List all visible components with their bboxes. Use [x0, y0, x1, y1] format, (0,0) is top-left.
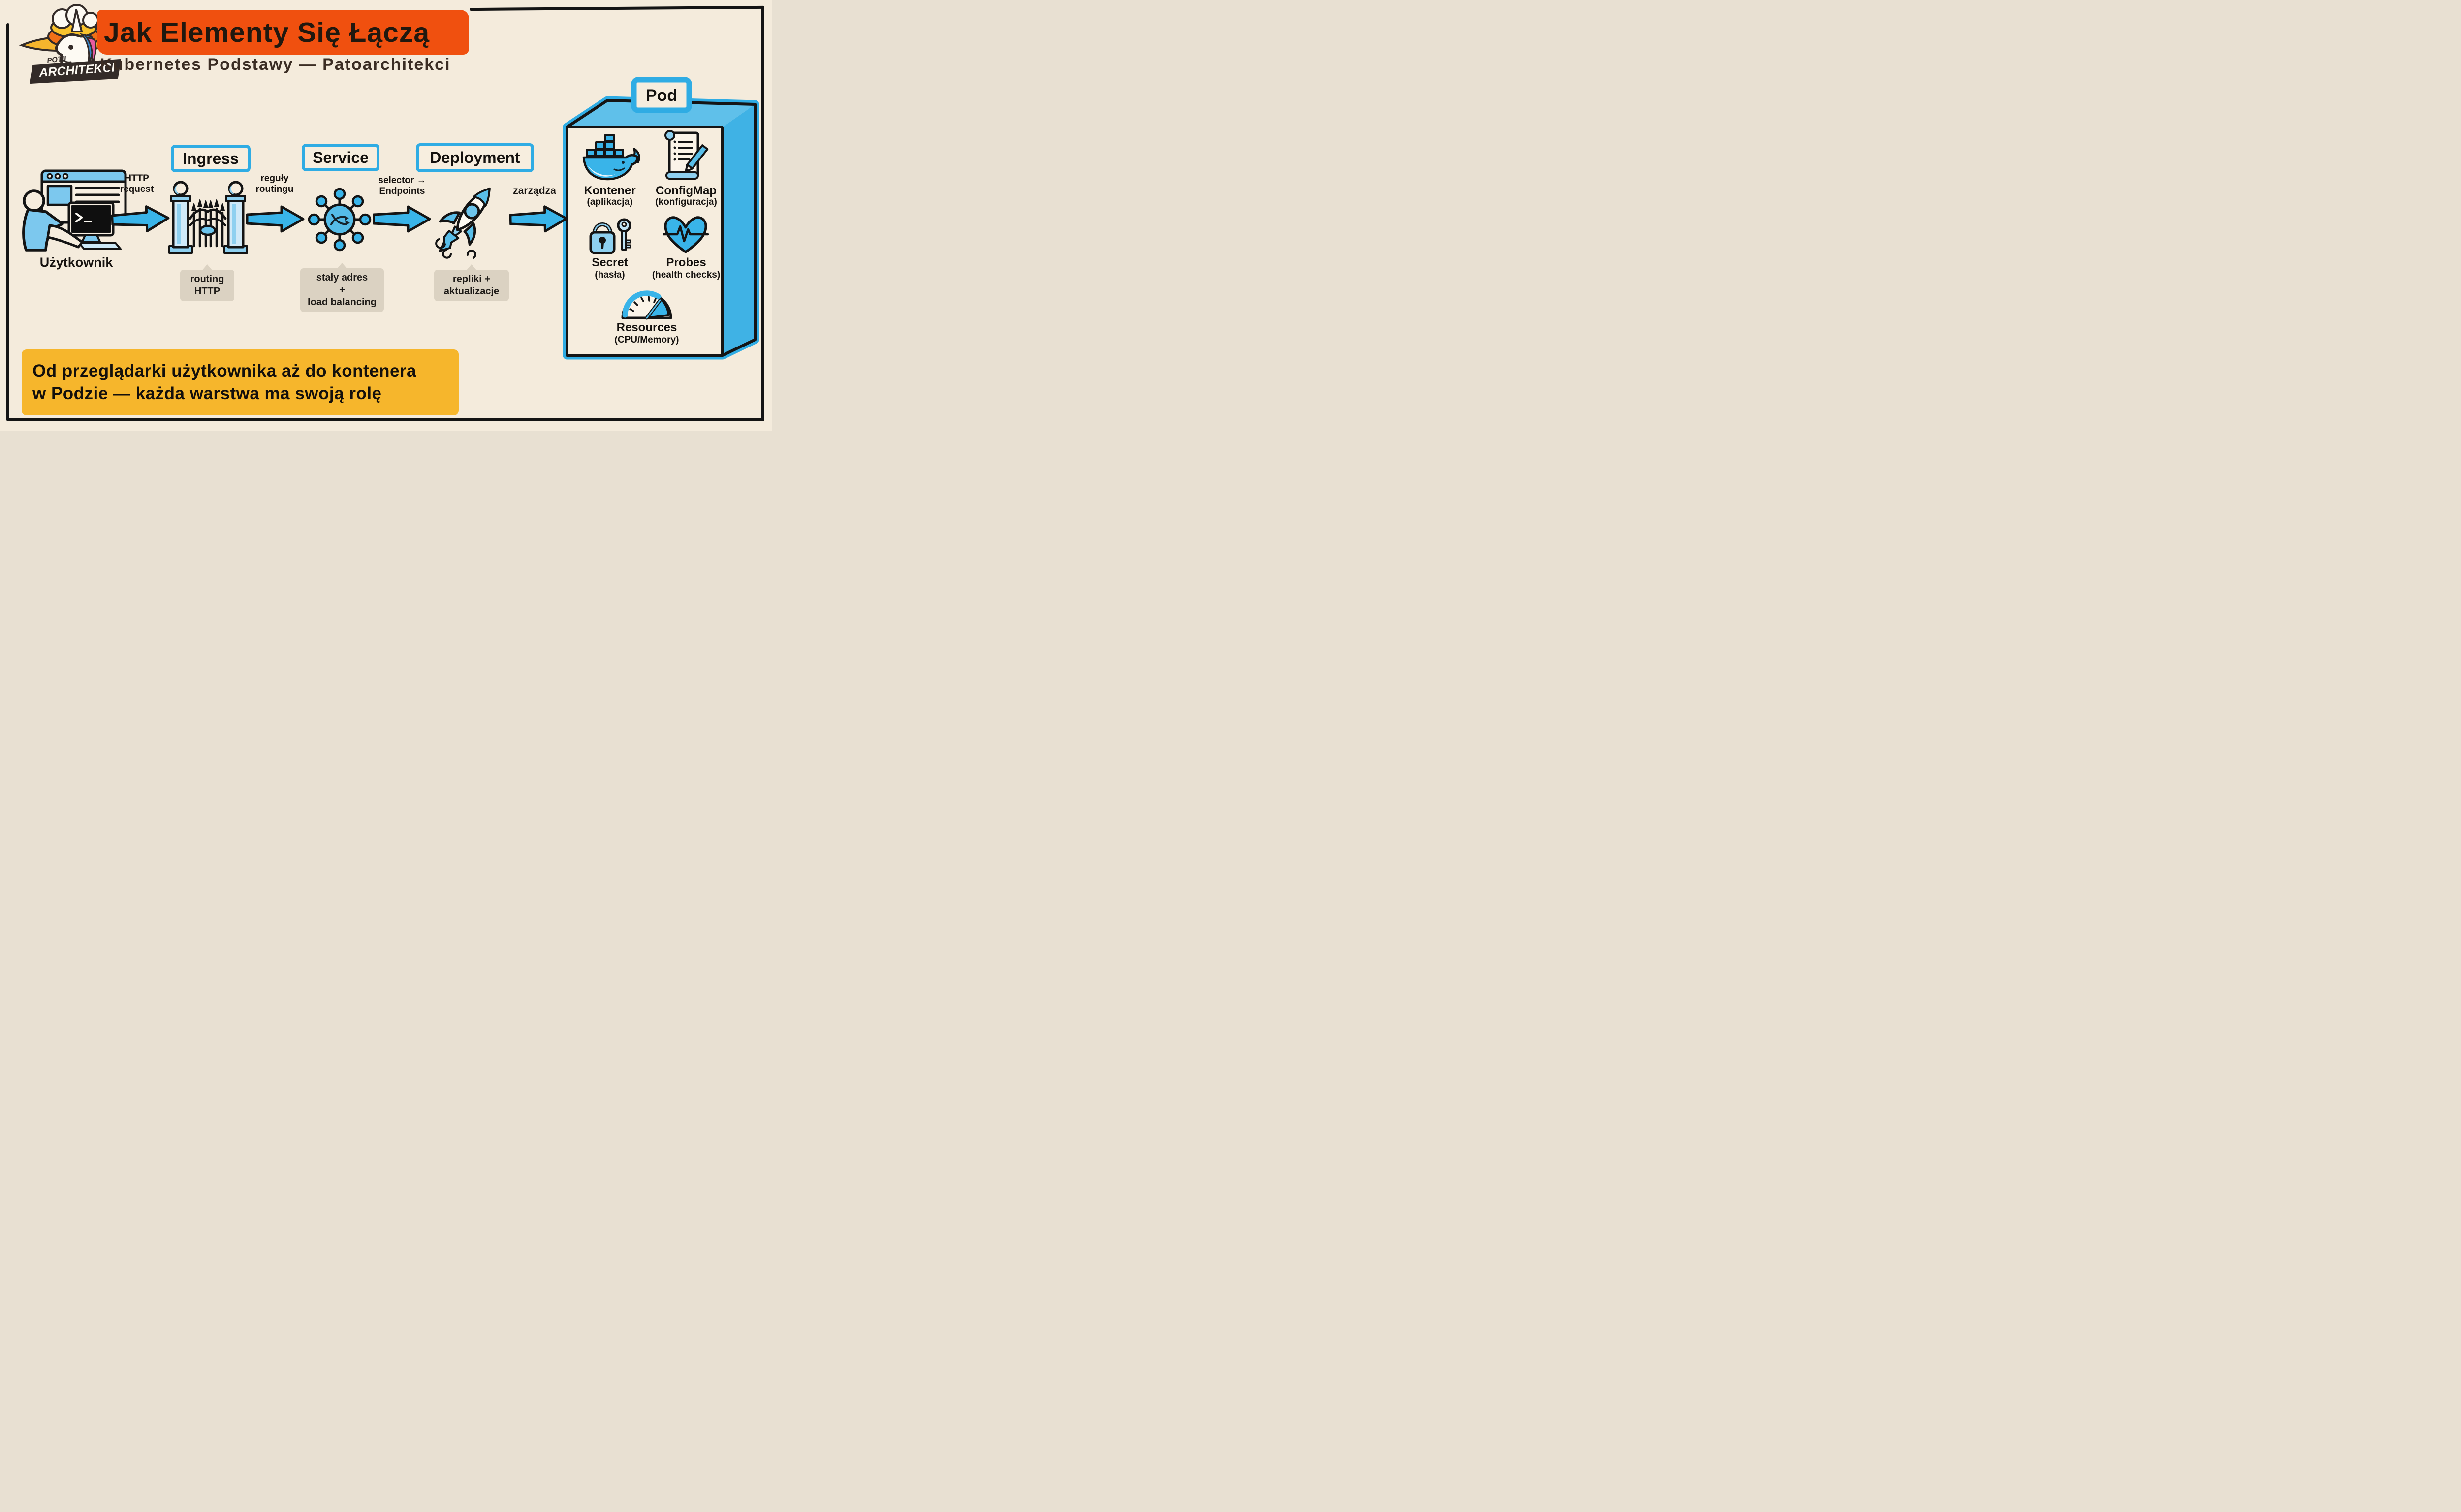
pod-item-secret: Secret — [592, 256, 628, 269]
config-scroll-icon — [664, 130, 709, 180]
infographic-canvas: POTII ARCHITEKCI Jak Elementy Się Łączą … — [0, 0, 772, 431]
arrow-routing-rules — [246, 205, 305, 233]
pod-item-kontener: Kontener — [584, 184, 636, 197]
stage-label-service: Service — [302, 144, 379, 171]
lock-key-icon — [589, 218, 631, 254]
frame-left — [6, 23, 9, 420]
pod-item-configmap: ConfigMap — [656, 184, 717, 197]
arrow-manages — [509, 205, 568, 233]
stage-label-ingress: Ingress — [171, 145, 251, 172]
pod-item-secret-detail: (hasła) — [595, 270, 625, 280]
terminal-screen — [71, 205, 111, 233]
pod-item-kontener-detail: (aplikacja) — [587, 197, 633, 207]
user-label: Użytkownik — [39, 255, 113, 270]
arrow-label-http-request: HTTP request — [120, 173, 154, 194]
arrow-label-routing-rules: reguły routingu — [255, 173, 294, 194]
pod-item-configmap-detail: (konfiguracja) — [655, 197, 717, 207]
user-arm — [46, 224, 84, 249]
monitor-stand — [81, 234, 101, 243]
browser-titlebar — [40, 169, 127, 183]
page-subtitle: Kubernetes Podstawy — Patoarchitekci — [100, 55, 451, 74]
arrow-label-manages: zarządza — [513, 185, 556, 196]
keyboard — [78, 242, 122, 250]
network-hub-icon — [308, 188, 372, 252]
logo-top-text: POTII — [46, 54, 67, 65]
docker-whale-icon — [582, 134, 640, 181]
pod-item-resources-detail: (CPU/Memory) — [614, 335, 679, 345]
frame-bottom — [6, 418, 764, 421]
user-at-computer-icon — [22, 169, 127, 252]
footer-highlight: Od przeglądarki użytkownika aż do konten… — [22, 349, 459, 415]
page-title: Jak Elementy Się Łączą — [104, 16, 430, 48]
title-highlight: Jak Elementy Się Łączą — [97, 10, 469, 55]
unicorn-horn — [71, 9, 83, 32]
rocket-icon — [435, 187, 491, 259]
caption-service: stały adres + load balancing — [300, 263, 384, 312]
browser-hero-block — [46, 185, 73, 206]
logo-ribbon — [30, 59, 121, 84]
heart-pulse-icon — [663, 216, 709, 253]
frame-right — [761, 6, 764, 421]
frame-top-segment — [469, 5, 765, 11]
pod-label: Pod — [646, 86, 677, 105]
arrow-label-selector-endpoints: selector → Endpoints — [378, 175, 426, 196]
caption-deployment: repliki + aktualizacje — [434, 264, 509, 301]
gauge-icon — [621, 290, 672, 320]
caption-ingress: routing HTTP — [180, 264, 234, 301]
pod-item-resources: Resources — [616, 321, 677, 334]
pod-label-tab — [631, 77, 692, 113]
arrow-selector-endpoints — [373, 205, 431, 233]
gate-icon — [168, 181, 248, 254]
pod-item-probes-detail: (health checks) — [652, 270, 721, 280]
arrow-http-request — [111, 205, 170, 233]
stage-label-deployment: Deployment — [416, 143, 534, 172]
user-head — [23, 189, 45, 212]
pod-item-probes: Probes — [666, 256, 706, 269]
user-body — [22, 208, 64, 252]
footer-text: Od przeglądarki użytkownika aż do konten… — [32, 361, 417, 403]
